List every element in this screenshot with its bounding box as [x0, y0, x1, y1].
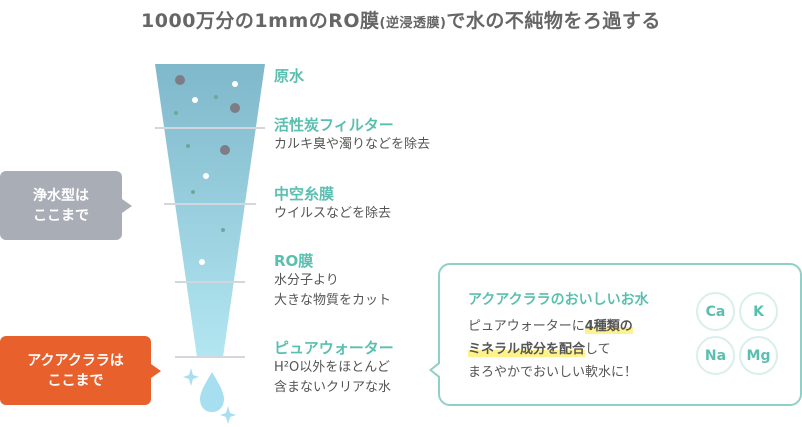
title-sub: (逆浸透膜)	[379, 16, 447, 31]
badge-line: ここまで	[33, 207, 89, 224]
impurity-particle	[174, 111, 178, 115]
impurity-particle	[175, 75, 185, 85]
mineral-callout: アクアクララのおいしいお水 ピュアウォーターに4種類の ミネラル成分を配合して …	[429, 263, 802, 406]
stage-desc: ウイルスなどを除去	[274, 206, 392, 221]
stage-raw-water: 原水	[274, 66, 304, 86]
mineral-ca: Ca	[696, 292, 735, 331]
impurity-particle	[232, 81, 238, 87]
stage-name: 活性炭フィルター	[274, 116, 394, 134]
badge-line: 浄水型は	[33, 187, 89, 204]
impurity-particle	[230, 103, 240, 113]
sparkle-icon	[220, 406, 236, 424]
callout-title: アクアクララのおいしいお水	[468, 292, 649, 308]
badge-line: ここまで	[47, 372, 104, 389]
sparkle-icon	[183, 368, 199, 386]
callout-text: して	[585, 342, 611, 357]
badge-line: アクアクララは	[27, 352, 124, 369]
water-drop-icon	[200, 372, 224, 412]
stage-desc: カルキ臭や濁りなどを除去	[274, 137, 431, 152]
title-main: 1000万分の1mmのRO膜	[141, 10, 380, 32]
stage-name: 原水	[274, 67, 305, 85]
impurity-particle	[186, 144, 190, 148]
purifier-limit-badge: 浄水型は ここまで	[0, 171, 132, 240]
diagram-title: 1000万分の1mmのRO膜(逆浸透膜)で水の不純物をろ過する	[0, 6, 802, 33]
stage-hollow-fiber: 中空糸膜 ウイルスなどを除去	[274, 184, 391, 224]
mineral-na: Na	[696, 336, 735, 375]
stage-name: 中空糸膜	[274, 185, 335, 203]
callout-text: まろやかでおいしい軟水に！	[468, 365, 638, 380]
mineral-k: K	[739, 292, 778, 331]
stage-desc: 水分子より	[274, 273, 339, 288]
stage-desc: H²O以外をほとんど	[274, 360, 390, 375]
stage-ro-membrane: RO膜 水分子より 大きな物質をカット	[274, 251, 391, 311]
impurity-particle	[199, 259, 205, 265]
stage-activated-carbon: 活性炭フィルター カルキ臭や濁りなどを除去	[274, 115, 430, 155]
impurity-particle	[221, 228, 225, 232]
callout-body: ピュアウォーターに4種類の ミネラル成分を配合して まろやかでおいしい軟水に！	[468, 315, 698, 384]
callout-highlight: 4種類の	[584, 319, 633, 334]
impurity-particle	[214, 95, 218, 99]
impurity-particle	[191, 190, 195, 194]
title-tail: で水の不純物をろ過する	[446, 10, 661, 32]
stage-name: RO膜	[274, 252, 314, 270]
funnel-body	[155, 64, 265, 357]
aquaclara-limit-badge: アクアクララは ここまで	[0, 336, 161, 405]
callout-text: ピュアウォーターに	[468, 319, 585, 334]
stage-desc: 大きな物質をカット	[274, 293, 392, 308]
impurity-particle	[192, 97, 198, 103]
callout-highlight: ミネラル成分を配合	[468, 342, 586, 357]
impurity-particle	[220, 145, 230, 155]
stage-pure-water: ピュアウォーター H²O以外をほとんど 含まないクリアな水	[274, 338, 394, 398]
mineral-mg: Mg	[739, 336, 778, 375]
stage-desc: 含まないクリアな水	[274, 380, 392, 395]
stage-name: ピュアウォーター	[274, 339, 394, 357]
impurity-particle	[203, 173, 209, 179]
